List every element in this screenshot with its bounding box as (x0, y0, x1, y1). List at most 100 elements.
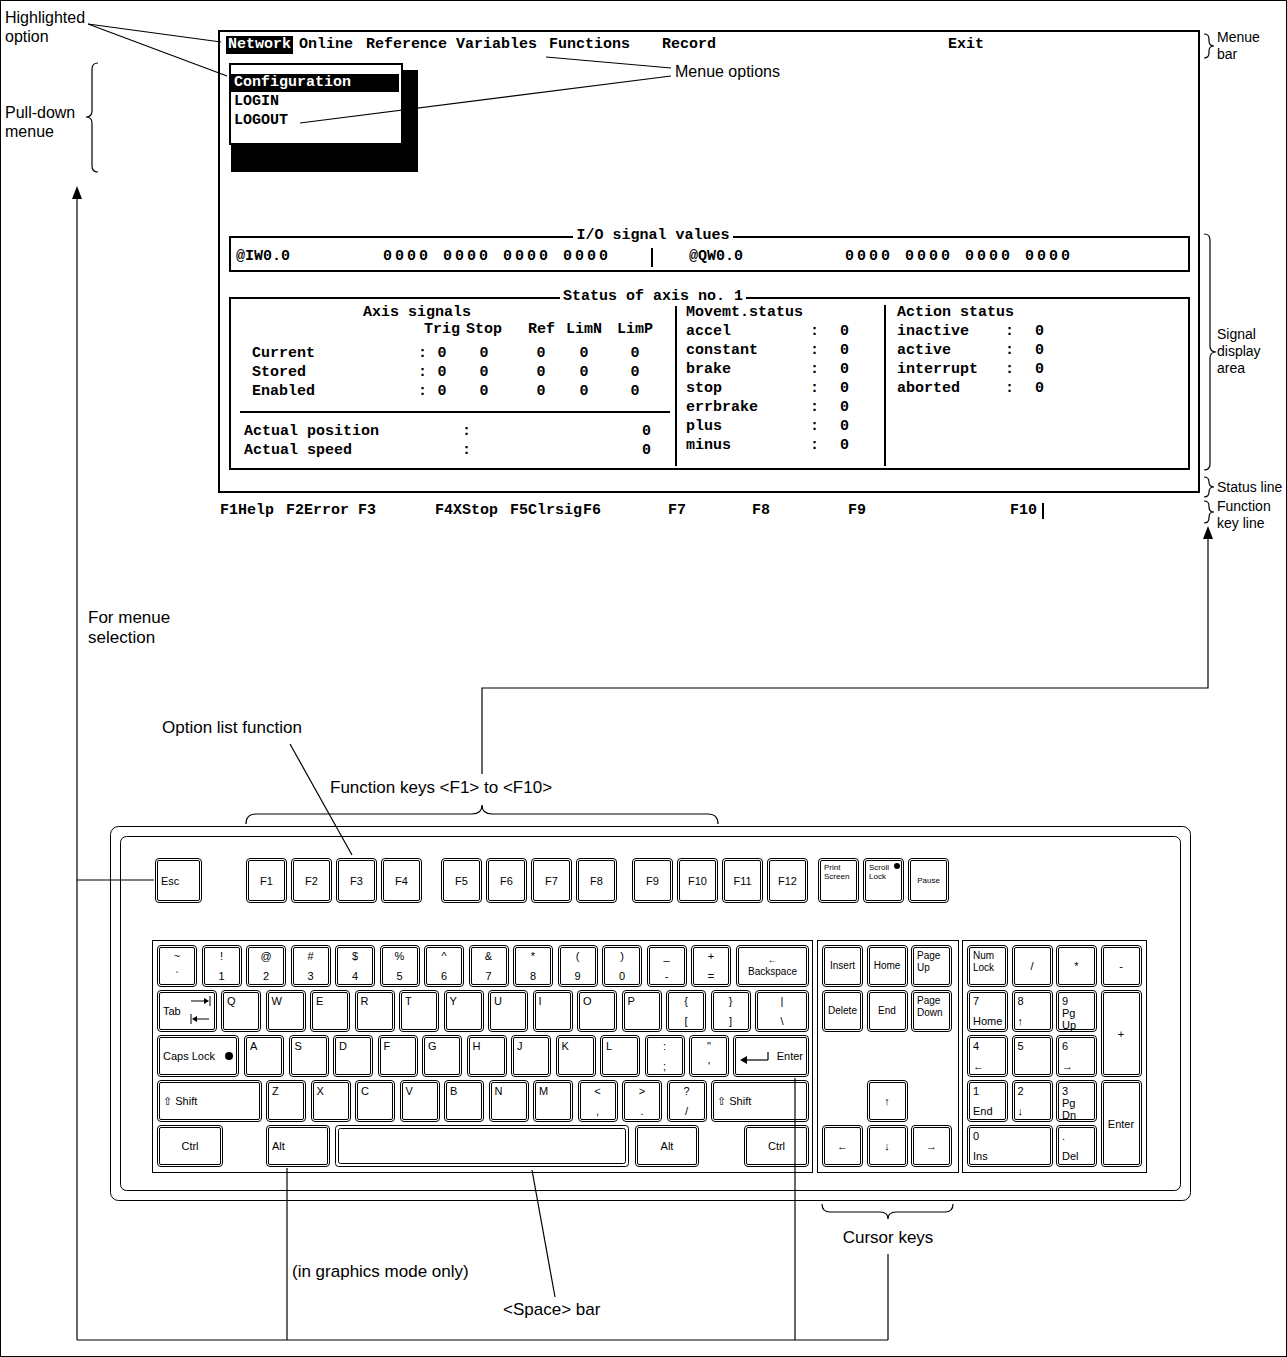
screen-text: : (1005, 361, 1014, 379)
key-label: L (606, 1040, 612, 1052)
screen-text: 0 (630, 364, 639, 382)
callout-label: Status line (1217, 479, 1282, 496)
key-label: - (1119, 960, 1123, 972)
key-label: | (781, 995, 784, 1007)
key-label: W (272, 995, 282, 1007)
key-label: C (361, 1085, 369, 1097)
keyboard-key: / (1012, 945, 1053, 987)
brace (86, 63, 98, 172)
key-label: Delete (828, 1005, 857, 1017)
keyboard-key: Y (444, 990, 484, 1032)
keyboard-key: 5 (1012, 1035, 1053, 1077)
callout-label: Cursor keys (843, 1228, 934, 1248)
screen-text: LimN (566, 321, 602, 339)
menu-item: LOGOUT (234, 112, 288, 130)
screen-text: brake (686, 361, 731, 379)
key-label: " (707, 1040, 711, 1052)
key-label: P (628, 995, 635, 1007)
key-label: > (639, 1085, 645, 1097)
keyboard-key: Insert (822, 945, 863, 987)
screen-text: minus (686, 437, 731, 455)
key-label: ↓ (1018, 1105, 1024, 1117)
keyboard-key: ?/ (667, 1080, 707, 1122)
keyboard-key: F7 (531, 858, 572, 903)
screen-text: 0 (630, 383, 639, 401)
keyboard-key: Alt (266, 1125, 330, 1167)
keyboard-key: F5 (441, 858, 482, 903)
key-label: → (1062, 1060, 1073, 1072)
keyboard-key: (9 (558, 945, 598, 987)
key-label: ↑ (884, 1095, 890, 1107)
keyboard-key: _- (647, 945, 687, 987)
brace (822, 1204, 953, 1219)
keyboard-housing (111, 827, 1191, 1201)
keyboard-key: }] (711, 990, 751, 1032)
menu-option: Network (226, 36, 293, 54)
key-label: = (708, 970, 714, 982)
key-label: 7 (485, 970, 491, 982)
key-label: * (1074, 960, 1078, 972)
screen-text: aborted (897, 380, 960, 398)
key-label: F (384, 1040, 391, 1052)
keyboard-key: |\ (755, 990, 809, 1032)
menu-option: Functions (549, 36, 630, 54)
keyboard-key: 1End (967, 1080, 1008, 1122)
function-key-label: F5Clrsig (510, 502, 582, 520)
key-label: F10 (688, 875, 707, 887)
key-label: Esc (161, 875, 179, 887)
key-label: End (878, 1005, 896, 1017)
key-label: Caps Lock (163, 1050, 215, 1062)
leader-line (88, 24, 221, 42)
function-key-label: F10 (1010, 502, 1037, 520)
led (225, 1052, 233, 1060)
screen-text: Stop (466, 321, 502, 339)
key-label: * (531, 950, 535, 962)
keyboard-key: 0Ins (967, 1125, 1053, 1167)
screen-text: 0 (630, 345, 639, 363)
key-label: 0 (619, 970, 625, 982)
screen-text: : (810, 380, 819, 398)
keyboard-key: $4 (335, 945, 375, 987)
keyboard-key: >. (622, 1080, 662, 1122)
key-label: 5 (1018, 1040, 1024, 1052)
key-label: 9 (1062, 995, 1068, 1007)
callout-label: Pull-down menue (5, 103, 87, 141)
key-label: N (495, 1085, 503, 1097)
key-label: 2 (263, 970, 269, 982)
screen-text: 0 (437, 345, 446, 363)
keyboard-key: F4 (381, 858, 422, 903)
keyboard-key: - (1101, 945, 1142, 987)
keyboard-key: Delete (822, 990, 863, 1032)
screen-text: 0 (536, 364, 545, 382)
keyboard-key: &7 (469, 945, 509, 987)
keyboard-key: ← Backspace (736, 945, 809, 987)
keyboard-key: Print Screen (818, 858, 859, 903)
key-label: Print Screen (824, 863, 850, 881)
enter-symbol (745, 1059, 768, 1060)
key-label: O (583, 995, 592, 1007)
screen-text: : (418, 383, 427, 401)
keyboard-key: U (488, 990, 528, 1032)
key-label: Y (450, 995, 457, 1007)
key-label: 6 (441, 970, 447, 982)
key-label: 6 (1062, 1040, 1068, 1052)
screen-text: 0 (536, 345, 545, 363)
screen-text: stop (686, 380, 722, 398)
keyboard-key: {[ (666, 990, 706, 1032)
screen-text: 0 (840, 437, 849, 455)
keyboard-key: Q (221, 990, 261, 1032)
screen-text: Movemt.status (686, 304, 803, 322)
key-label: Pause (917, 875, 940, 887)
screen-text: Axis signals (363, 304, 471, 322)
keyboard-key: .Del (1056, 1125, 1097, 1167)
screen-text: : (810, 418, 819, 436)
keyboard-key: "' (689, 1035, 729, 1077)
keyboard-key: @2 (246, 945, 286, 987)
signal-separator (651, 248, 653, 267)
key-label: Tab (163, 1005, 181, 1017)
screen-window: NetworkOnlineReferenceVariablesFunctions… (218, 30, 1200, 493)
screen-text: : (810, 399, 819, 417)
keyboard-key: + (1101, 990, 1142, 1077)
keyboard-key: F (378, 1035, 418, 1077)
